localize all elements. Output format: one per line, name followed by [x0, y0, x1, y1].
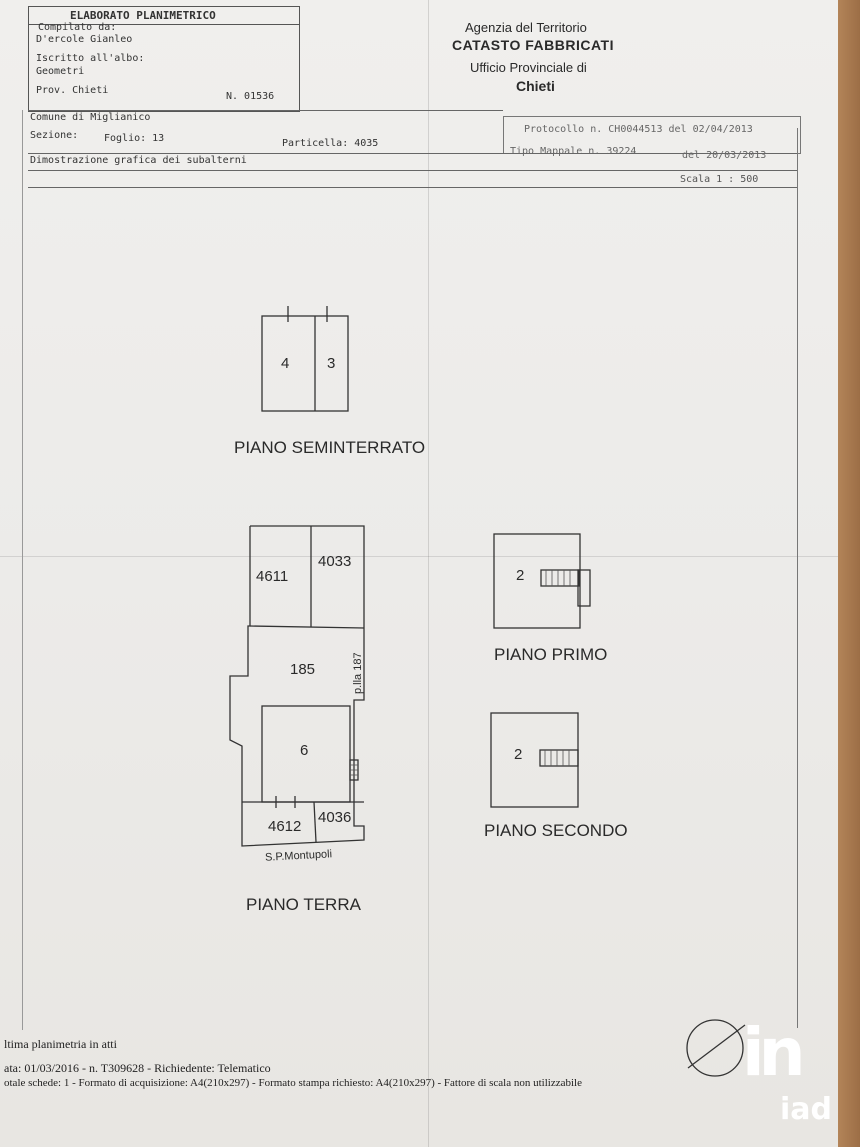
frame-left — [22, 110, 23, 1030]
row-line — [28, 153, 798, 154]
north-arrow — [687, 1024, 746, 1069]
primo-unit: 2 — [516, 567, 525, 584]
compiled-label: Compilato da: — [38, 22, 117, 33]
agency-line3: Ufficio Provinciale di — [470, 60, 587, 75]
fold-line-horizontal — [0, 556, 838, 557]
north-circle — [686, 1019, 744, 1077]
province: Prov. Chieti — [36, 85, 109, 96]
floor-plans — [229, 306, 746, 1077]
footer-line3: otale schede: 1 - Formato di acquisizion… — [4, 1077, 582, 1089]
terra-unit-4036: 4036 — [318, 809, 352, 826]
protocollo: Protocollo n. CH0044513 del 02/04/2013 — [524, 124, 753, 135]
header-title: ELABORATO PLANIMETRICO — [70, 9, 216, 22]
terra-division — [249, 625, 365, 629]
agency-line4: Chieti — [516, 78, 555, 94]
registered-value: Geometri — [36, 66, 85, 77]
row-line — [28, 110, 503, 111]
tipo-mappale: Tipo Mappale n. 39224 — [510, 146, 637, 157]
sezione: Sezione: — [30, 130, 79, 141]
agency-line1: Agenzia del Territorio — [465, 20, 587, 35]
terra-division — [313, 801, 317, 843]
watermark-logo: in — [742, 1014, 806, 1091]
secondo-stairs — [539, 749, 579, 767]
agency-line2: CATASTO FABBRICATI — [452, 37, 614, 53]
secondo-unit: 2 — [514, 746, 523, 763]
header-divider — [28, 24, 299, 25]
terra-unit-4611: 4611 — [256, 568, 289, 585]
terra-unit-4033: 4033 — [318, 553, 352, 570]
registered-label: Iscritto all'albo: — [36, 53, 145, 64]
primo-stairs-side — [577, 569, 591, 607]
tipo-date: del 20/03/2013 — [682, 150, 767, 161]
terra-unit-4612: 4612 — [268, 818, 302, 835]
secondo-outline — [490, 712, 579, 808]
primo-stairs — [540, 569, 580, 587]
terra-title: PIANO TERRA — [246, 895, 361, 914]
watermark-text: iad — [780, 1092, 833, 1127]
secondo-title: PIANO SECONDO — [484, 821, 628, 840]
semi-unit-3: 3 — [327, 355, 336, 372]
header-info-box — [28, 6, 300, 112]
seminterrato-outline — [261, 315, 349, 412]
compiled-name: D'ercole Gianleo — [36, 34, 133, 45]
side-label: p.lla 187 — [352, 652, 364, 694]
comune: Comune di Miglianico — [30, 112, 151, 123]
foglio: Foglio: 13 — [104, 133, 165, 144]
fold-line-vertical — [428, 0, 429, 1147]
terra-outline — [229, 525, 365, 847]
footer-line1: ltima planimetria in atti — [4, 1037, 117, 1051]
primo-title: PIANO PRIMO — [494, 645, 608, 664]
terra-unit-6: 6 — [300, 742, 309, 759]
registration-number: N. 01536 — [226, 91, 275, 102]
row-line — [28, 170, 798, 171]
frame-right — [797, 128, 798, 1028]
semi-unit-4: 4 — [281, 355, 290, 372]
particella: Particella: 4035 — [282, 138, 379, 149]
primo-outline — [493, 533, 581, 629]
seminterrato-title: PIANO SEMINTERRATO — [234, 438, 426, 457]
footer-line2: ata: 01/03/2016 - n. T309628 - Richieden… — [4, 1061, 271, 1075]
terra-unit-185: 185 — [290, 661, 316, 678]
scale: Scala 1 : 500 — [680, 174, 759, 185]
dimostrazione: Dimostrazione grafica dei subalterni — [30, 155, 247, 166]
row-line — [28, 187, 798, 188]
cadastral-document: ELABORATO PLANIMETRICO Compilato da: D'e… — [0, 0, 838, 1147]
